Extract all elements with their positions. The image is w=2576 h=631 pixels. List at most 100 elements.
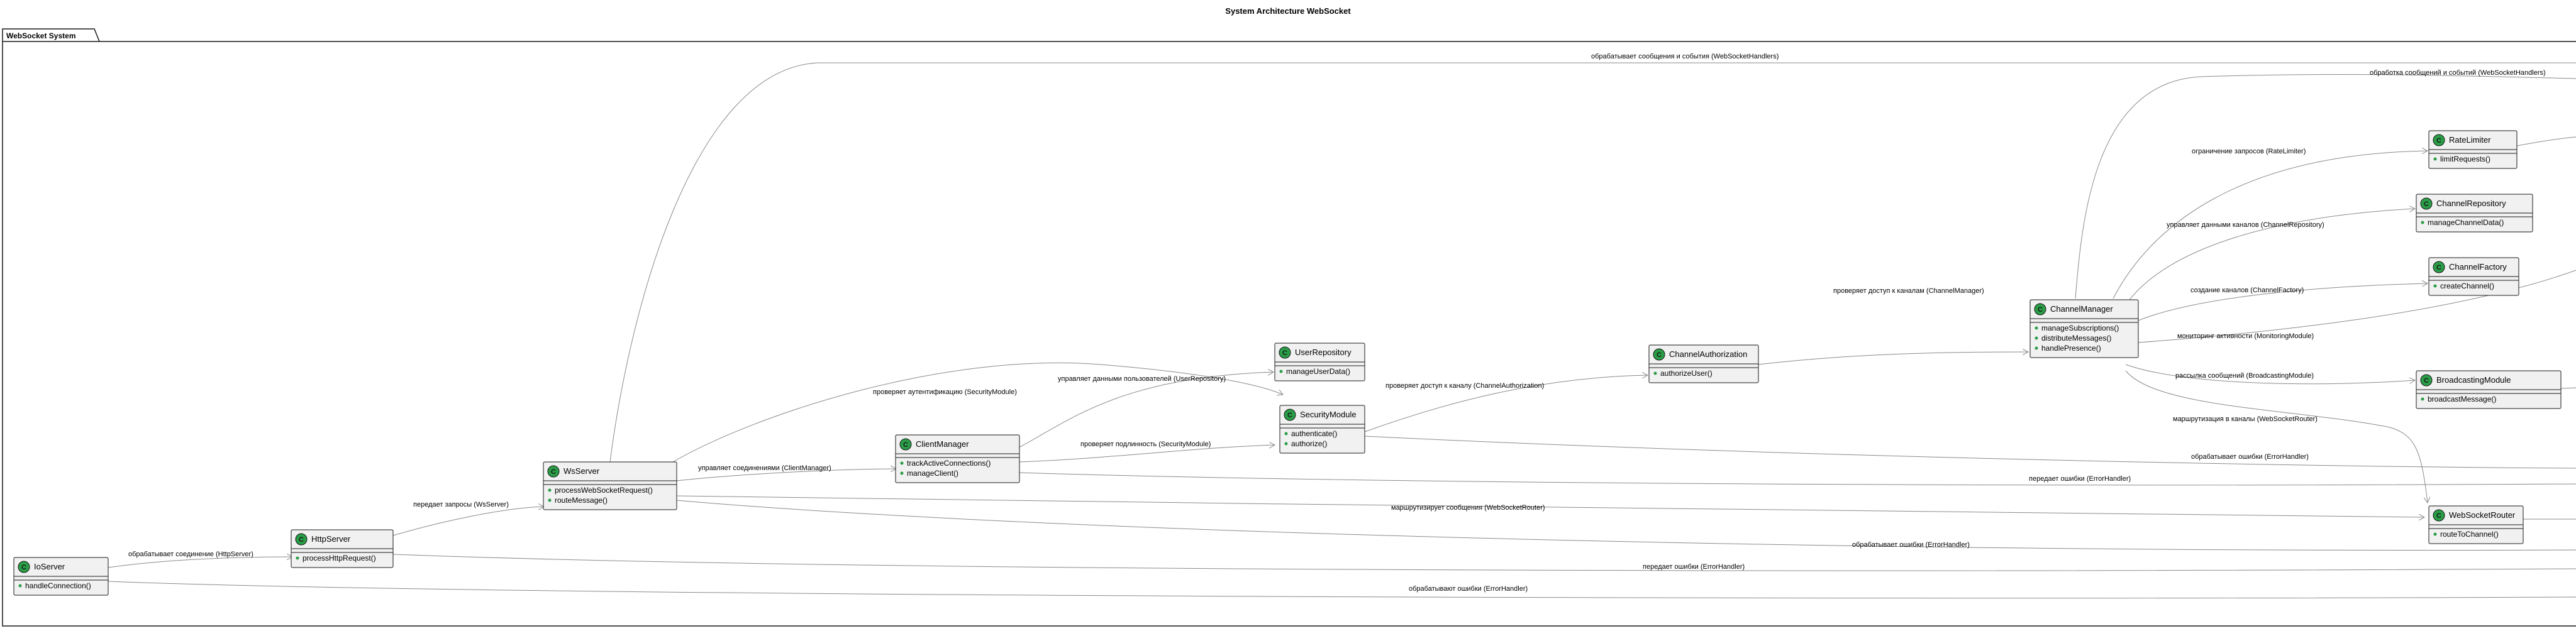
edge-http-ws [392, 507, 544, 536]
edge-label-chmanager-handlers: обработка сообщений и событий (WebSocket… [2370, 69, 2546, 77]
edge-security-chauth [1364, 375, 1648, 432]
class-name: ChannelFactory [2449, 262, 2507, 272]
class-icon [2420, 374, 2433, 387]
class-method: manageUserData() [1286, 367, 1350, 376]
edge-label-http-ws: передает запросы (WsServer) [413, 501, 509, 508]
class-method: manageChannelData() [2428, 218, 2504, 227]
class-method: broadcastMessage() [2428, 395, 2496, 403]
class-method: manageSubscriptions() [2041, 324, 2119, 332]
public-visibility-icon [18, 584, 22, 588]
edge-label-chmanager-chfactory: создание каналов (ChannelFactory) [2190, 287, 2304, 294]
class-method: createChannel() [2440, 282, 2494, 290]
edge-ws-error [675, 500, 2576, 551]
public-visibility-icon [900, 471, 904, 475]
public-visibility-icon [2421, 221, 2424, 224]
class-method: processHttpRequest() [303, 554, 376, 562]
class-name: HttpServer [311, 534, 351, 544]
public-visibility-icon [2433, 157, 2437, 161]
class-method: limitRequests() [2440, 155, 2490, 163]
edge-label-ws-error: обрабатывает ошибки (ErrorHandler) [1852, 541, 1970, 549]
class-icon-letter: C [2436, 137, 2441, 145]
class-box [543, 461, 677, 510]
class-icon [2433, 509, 2445, 522]
class-icon [1284, 409, 1296, 421]
edge-label-ws-security: проверяет аутентификацию (SecurityModule… [873, 388, 1017, 396]
class-name: UserRepository [1295, 348, 1352, 357]
edge-label-ws-client: управляет соединениями (ClientManager) [698, 464, 831, 472]
edge-ratelimiter-out [2516, 136, 2576, 146]
class-channel-factory[interactable]: C ChannelFactory createChannel() [2428, 257, 2519, 296]
class-box [1279, 405, 1365, 454]
edge-label-chmanager-router: маршрутизация в каналы (WebSocketRouter) [2173, 415, 2318, 423]
edge-client-security [1018, 445, 1275, 463]
edge-label-chauth-chmanager: проверяет доступ к каналам (ChannelManag… [1833, 287, 1984, 295]
public-visibility-icon [1279, 370, 1283, 373]
edge-http-error [392, 554, 2576, 571]
class-icon-letter: C [2424, 377, 2429, 385]
public-visibility-icon [2433, 532, 2437, 536]
class-icon-letter: C [2038, 306, 2043, 314]
edge-label-client-security: проверяет подлинность (SecurityModule) [1080, 441, 1211, 448]
class-name: ClientManager [916, 439, 969, 449]
edge-chmanager-chfactory [2138, 283, 2428, 321]
public-visibility-icon [548, 498, 552, 502]
class-icon [18, 561, 30, 573]
class-name: WebSocketRouter [2449, 510, 2516, 520]
edge-label-ws-router: маршрутизирует сообщения (WebSocketRoute… [1391, 504, 1545, 512]
edges-layer: обрабатывает соединение (HttpServer) пер… [108, 53, 2576, 599]
class-name: RateLimiter [2449, 135, 2491, 145]
edge-ws-client [675, 469, 896, 481]
edge-label-chmanager-chrepo: управляет данными каналов (ChannelReposi… [2167, 221, 2324, 229]
edge-chmanager-chrepo [2125, 209, 2415, 305]
edge-label-chmanager-broadcast: рассылка сообщений (BroadcastingModule) [2175, 372, 2314, 380]
class-method: processWebSocketRequest() [555, 486, 653, 495]
public-visibility-icon [2433, 284, 2437, 288]
class-icon-letter: C [2424, 200, 2429, 208]
class-icon [1279, 346, 1291, 359]
class-icon [547, 465, 560, 478]
class-method: routeToChannel() [2440, 530, 2499, 539]
class-name: WsServer [564, 466, 600, 476]
edge-ws-handlers [609, 58, 2576, 463]
edge-client-userrepo [1018, 372, 1274, 448]
edge-chmanager-handlers [2075, 74, 2576, 299]
public-visibility-icon [296, 556, 299, 560]
package-frame: WebSocket System [2, 28, 2576, 627]
edge-label-client-userrepo: управляет данными пользователей (UserRep… [1058, 375, 1226, 383]
diagram-title: System Architecture WebSocket [1225, 6, 1351, 16]
class-rate-limiter[interactable]: C RateLimiter limitRequests() [2428, 130, 2518, 169]
class-method: distributeMessages() [2041, 334, 2111, 343]
class-icon [2433, 261, 2445, 273]
class-icon-letter: C [2436, 264, 2441, 272]
class-method: authorizeUser() [1660, 369, 1713, 378]
class-icon-letter: C [1282, 349, 1287, 357]
class-icon [295, 533, 308, 546]
edge-label-client-error: передает ошибки (ErrorHandler) [2029, 475, 2131, 483]
public-visibility-icon [2035, 326, 2038, 330]
edge-io-error [108, 581, 2576, 599]
class-user-repository[interactable]: C UserRepository manageUserData() [1274, 343, 1365, 381]
public-visibility-icon [2421, 397, 2424, 401]
edge-label-io-error: обрабатывают ошибки (ErrorHandler) [1409, 585, 1528, 593]
edge-chmanager-router [2125, 370, 2428, 503]
class-method: trackActiveConnections() [907, 459, 991, 468]
package-name: WebSocket System [6, 31, 76, 40]
class-name: SecurityModule [1300, 410, 1357, 419]
public-visibility-icon [1284, 442, 1288, 446]
edge-label-io-http: обрабатывает соединение (HttpServer) [128, 551, 253, 558]
edge-ws-security [672, 362, 1283, 463]
edge-label-chmanager-ratelimiter: ограничение запросов (RateLimiter) [2192, 148, 2306, 155]
edge-chmanager-broadcast [2125, 364, 2415, 385]
